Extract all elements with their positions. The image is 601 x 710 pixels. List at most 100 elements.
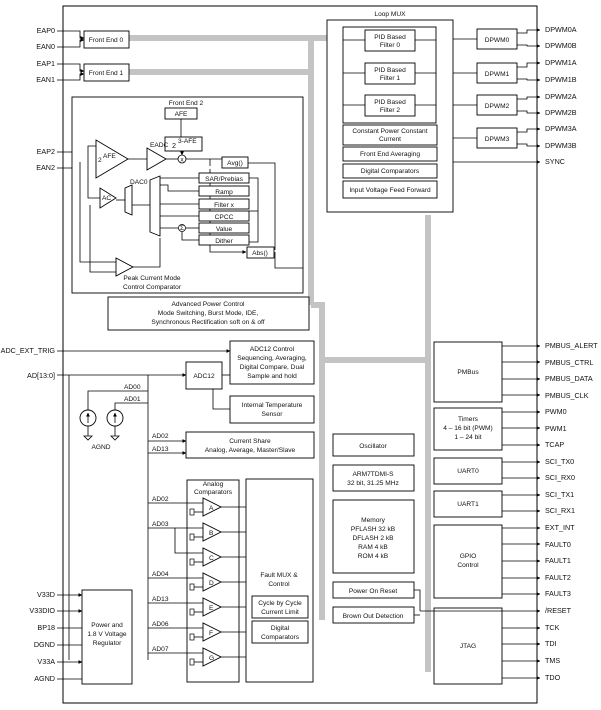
adc-ctrl-l4: Sample and hold	[247, 373, 297, 380]
jtag-box	[433, 607, 503, 685]
sar-label: SAR/Prebias	[205, 176, 243, 183]
pin-tms: TMS	[545, 656, 560, 665]
adv-power-line-3: Synchronous Rectification soft on & off	[151, 319, 264, 326]
pin-dpwm3a: DPWM3A	[545, 124, 577, 133]
pid-filter-2-box	[364, 94, 416, 117]
front-end-0-label: Front End 0	[89, 37, 124, 44]
uart0-label: UART0	[457, 468, 479, 475]
ad04-label: AD04	[152, 571, 169, 578]
gpio-l1: GPIO	[460, 553, 477, 560]
pin-dpwm1a: DPWM1A	[545, 58, 577, 67]
dig-comp2-l1: Digital	[271, 625, 290, 632]
afe-amp-2: 2	[98, 157, 102, 164]
memory-l2: PFLASH 32 kB	[351, 526, 396, 533]
front-end-1-label: Front End 1	[89, 70, 124, 77]
pmbus-box	[433, 341, 503, 403]
pin-ean2: EAN2	[36, 163, 55, 172]
power-reg-l2: 1.8 V Voltage	[87, 631, 127, 638]
pin-ean1: EAN1	[36, 75, 55, 84]
comp-c-label: C	[209, 555, 214, 562]
pin-reset: /RESET	[545, 606, 572, 615]
timers-l1: Timers	[458, 416, 479, 423]
dig-comp-box	[342, 163, 438, 179]
pin-dpwm1b: DPWM1B	[545, 75, 577, 84]
avg-box	[221, 156, 249, 169]
pin-eap1: EAP1	[37, 59, 55, 68]
dpwm2-label: DPWM2	[485, 103, 510, 110]
dither-label: Dither	[215, 238, 233, 245]
uart1-label: UART1	[457, 501, 479, 508]
power-reg-l1: Power and	[91, 622, 123, 629]
pin-tcap: TCAP	[545, 440, 564, 449]
ad06-label: AD06	[152, 621, 169, 628]
dac0-block	[124, 184, 133, 216]
pin-bp18: BP18	[37, 623, 55, 632]
dig-comp-label: Digital Comparators	[361, 168, 420, 175]
right-pin-labels: DPWM0A DPWM0B DPWM1A DPWM1B DPWM2A DPWM2…	[545, 25, 598, 682]
pin-sci-rx0: SCI_RX0	[545, 473, 575, 482]
comp-b-label: B	[209, 530, 214, 537]
value-label: Value	[216, 226, 233, 233]
peak-label-2: Control Comparator	[123, 284, 182, 291]
arm-l2: 32 bit, 31.25 MHz	[347, 480, 399, 487]
cycle-by-cycle-box	[251, 595, 309, 619]
pid-filter-0-l1: PID Based	[374, 34, 406, 41]
gpio-box	[433, 524, 503, 599]
ad01-label: AD01	[124, 396, 141, 403]
pin-ad: AD[13:0]	[27, 371, 55, 380]
dpwm0-label: DPWM0	[485, 37, 510, 44]
cpcc-label: CPCC	[215, 214, 234, 221]
comparator-c: C	[174, 528, 246, 567]
analog-comp-l2: Comparators	[194, 489, 233, 496]
comparator-a: A	[148, 497, 246, 517]
comparator-e: E	[148, 597, 246, 617]
ad02-comp-label: AD02	[152, 496, 169, 503]
pin-sync: SYNC	[545, 157, 565, 166]
avg-label: Avg()	[227, 160, 243, 167]
pin-dpwm0b: DPWM0B	[545, 41, 577, 50]
uart0-box	[433, 457, 503, 485]
abs-label: Abs()	[252, 250, 268, 257]
pin-sci-tx0: SCI_TX0	[545, 457, 574, 466]
afe-amplifier	[95, 139, 129, 179]
adc12-control-box	[229, 340, 315, 385]
cpc-l1: Constant Power Constant	[352, 128, 427, 135]
dig-comp2-l2: Comparators	[261, 634, 300, 641]
ac-label: AC	[102, 195, 111, 202]
pin-dpwm2b: DPWM2B	[545, 108, 577, 117]
comp-d-label: D	[209, 580, 214, 587]
afe-exp-box	[164, 136, 203, 152]
dac0-label: DAC0	[130, 179, 148, 186]
comp-a-label: A	[209, 505, 214, 512]
oscillator-label: Oscillator	[359, 443, 387, 450]
ramp-label: Ramp	[215, 189, 233, 196]
pin-pmbus-alert: PMBUS_ALERT	[545, 341, 598, 350]
cbc-l2: Current Limit	[261, 609, 299, 616]
pid-filter-2-l2: Filter 2	[380, 107, 400, 114]
pin-v33d: V33D	[37, 590, 55, 599]
temp-l2: Sensor	[262, 411, 284, 418]
share-l1: Current Share	[229, 438, 271, 445]
adc12-label: ADC12	[193, 373, 215, 380]
pin-dgnd: DGND	[34, 640, 55, 649]
cpc-box	[342, 124, 438, 146]
loop-mux-label: Loop MUX	[374, 11, 406, 18]
power-regulator-box	[81, 589, 133, 685]
power-reg-l3: Regulator	[93, 640, 122, 647]
multiplier-x: x	[180, 157, 184, 164]
pin-pmbus-ctrl: PMBUS_CTRL	[545, 358, 593, 367]
pin-v33dio: V33DIO	[29, 606, 55, 615]
afe-amp-label: AFE	[103, 153, 116, 160]
agnd-label: AGND	[91, 444, 110, 451]
por-label: Power On Reset	[349, 588, 398, 595]
pin-tdi: TDI	[545, 639, 557, 648]
sum-node	[178, 224, 186, 232]
ivff-label: Input Voltage Feed Forward	[349, 187, 431, 194]
pin-ext-int: EXT_INT	[545, 523, 575, 532]
pin-tck: TCK	[545, 623, 560, 632]
pin-agnd: AGND	[34, 674, 55, 683]
analog-comp-l1: Analog	[203, 481, 224, 488]
pid-filter-1-box	[364, 62, 416, 85]
comparator-f: F	[148, 622, 246, 642]
eadc-label: EADC	[150, 142, 169, 149]
